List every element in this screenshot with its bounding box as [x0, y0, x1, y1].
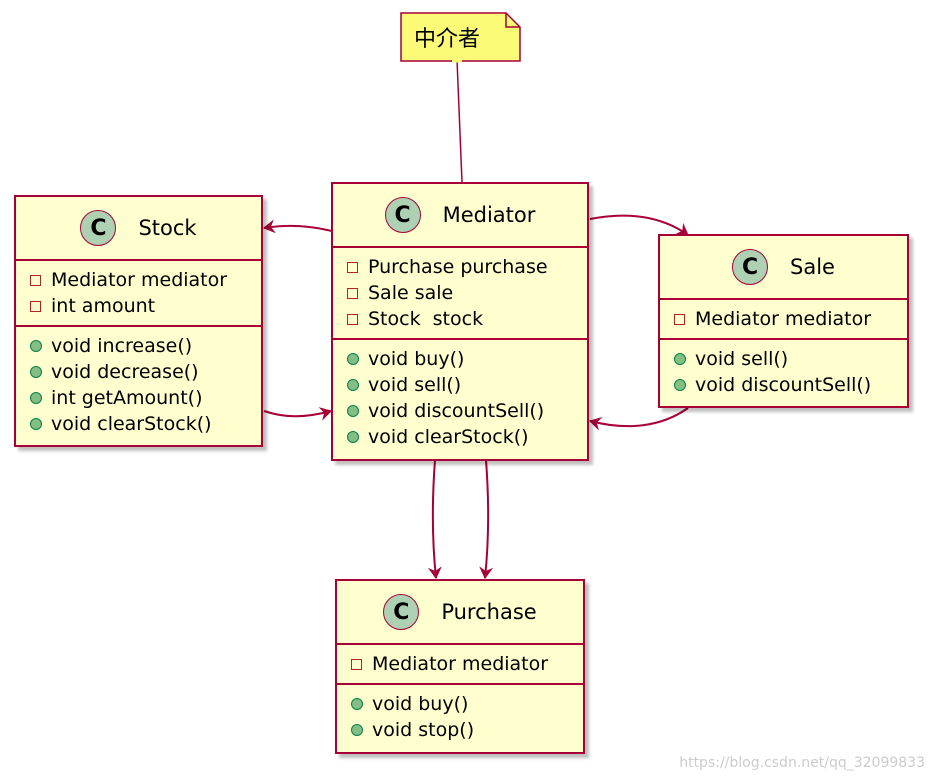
fields-section: Mediator mediator — [337, 645, 583, 683]
private-visibility-icon — [30, 300, 41, 312]
method: void discountSell() — [660, 372, 907, 398]
methods-section: void sell() void discountSell() — [660, 338, 907, 404]
fields-section: Mediator mediator — [660, 300, 907, 338]
public-visibility-icon — [351, 698, 363, 710]
private-visibility-icon — [347, 287, 358, 299]
private-visibility-icon — [347, 261, 358, 273]
class-stock[interactable]: C Stock Mediator mediator int amount voi… — [14, 195, 263, 447]
fields-section: Mediator mediator int amount — [16, 261, 261, 325]
public-visibility-icon — [30, 340, 42, 352]
method: void clearStock() — [333, 424, 587, 450]
method: void sell() — [333, 372, 587, 398]
edge-sale-to-mediator — [589, 407, 689, 431]
public-visibility-icon — [30, 392, 42, 404]
private-visibility-icon — [30, 274, 41, 286]
note-text: 中介者 — [414, 27, 481, 52]
class-purchase[interactable]: C Purchase Mediator mediator void buy() … — [335, 579, 585, 754]
fields-section: Purchase purchase Sale sale Stock stock — [333, 248, 587, 338]
methods-section: void increase() void decrease() int getA… — [16, 325, 261, 443]
public-visibility-icon — [674, 379, 686, 391]
class-mediator[interactable]: C Mediator Purchase purchase Sale sale S… — [331, 182, 589, 461]
edge-stock-to-mediator — [263, 407, 332, 421]
method: void discountSell() — [333, 398, 587, 424]
method: void buy() — [333, 346, 587, 372]
public-visibility-icon — [347, 353, 359, 365]
method: void decrease() — [16, 359, 261, 385]
edge-mediator-to-purchase-2 — [479, 459, 494, 579]
class-header: C Purchase — [337, 581, 583, 645]
method: void clearStock() — [16, 411, 261, 437]
edge-mediator-to-stock — [263, 219, 333, 234]
method: void stop() — [337, 717, 583, 743]
methods-section: void buy() void stop() — [337, 683, 583, 749]
public-visibility-icon — [347, 431, 359, 443]
class-header: C Sale — [660, 236, 907, 300]
class-name: Sale — [790, 255, 835, 279]
field: Mediator mediator — [16, 267, 261, 293]
public-visibility-icon — [347, 405, 359, 417]
field: Stock stock — [333, 306, 587, 332]
method: int getAmount() — [16, 385, 261, 411]
public-visibility-icon — [30, 418, 42, 430]
note: 中介者 — [400, 12, 521, 63]
class-badge-icon: C — [384, 197, 421, 233]
field: Mediator mediator — [337, 651, 583, 677]
field: Purchase purchase — [333, 254, 587, 280]
public-visibility-icon — [347, 379, 359, 391]
field: int amount — [16, 293, 261, 319]
note-connector — [456, 59, 463, 183]
class-name: Stock — [138, 216, 197, 240]
public-visibility-icon — [351, 724, 363, 736]
class-badge-icon: C — [732, 249, 769, 285]
private-visibility-icon — [674, 313, 685, 325]
methods-section: void buy() void sell() void discountSell… — [333, 338, 587, 456]
class-badge-icon: C — [383, 594, 420, 630]
private-visibility-icon — [347, 313, 358, 325]
class-sale[interactable]: C Sale Mediator mediator void sell() voi… — [658, 234, 909, 408]
class-badge-icon: C — [80, 210, 117, 246]
field: Mediator mediator — [660, 306, 907, 332]
class-header: C Mediator — [333, 184, 587, 248]
method: void increase() — [16, 333, 261, 359]
method: void buy() — [337, 691, 583, 717]
public-visibility-icon — [30, 366, 42, 378]
method: void sell() — [660, 346, 907, 372]
class-name: Mediator — [442, 203, 536, 227]
private-visibility-icon — [351, 658, 362, 670]
edge-mediator-to-purchase-1 — [427, 459, 442, 579]
field: Sale sale — [333, 280, 587, 306]
note-shape — [400, 12, 521, 63]
edge-mediator-to-sale — [589, 214, 689, 236]
public-visibility-icon — [674, 353, 686, 365]
class-header: C Stock — [16, 197, 261, 261]
class-name: Purchase — [441, 600, 537, 624]
watermark: https://blog.csdn.net/qq_32099833 — [679, 755, 925, 771]
